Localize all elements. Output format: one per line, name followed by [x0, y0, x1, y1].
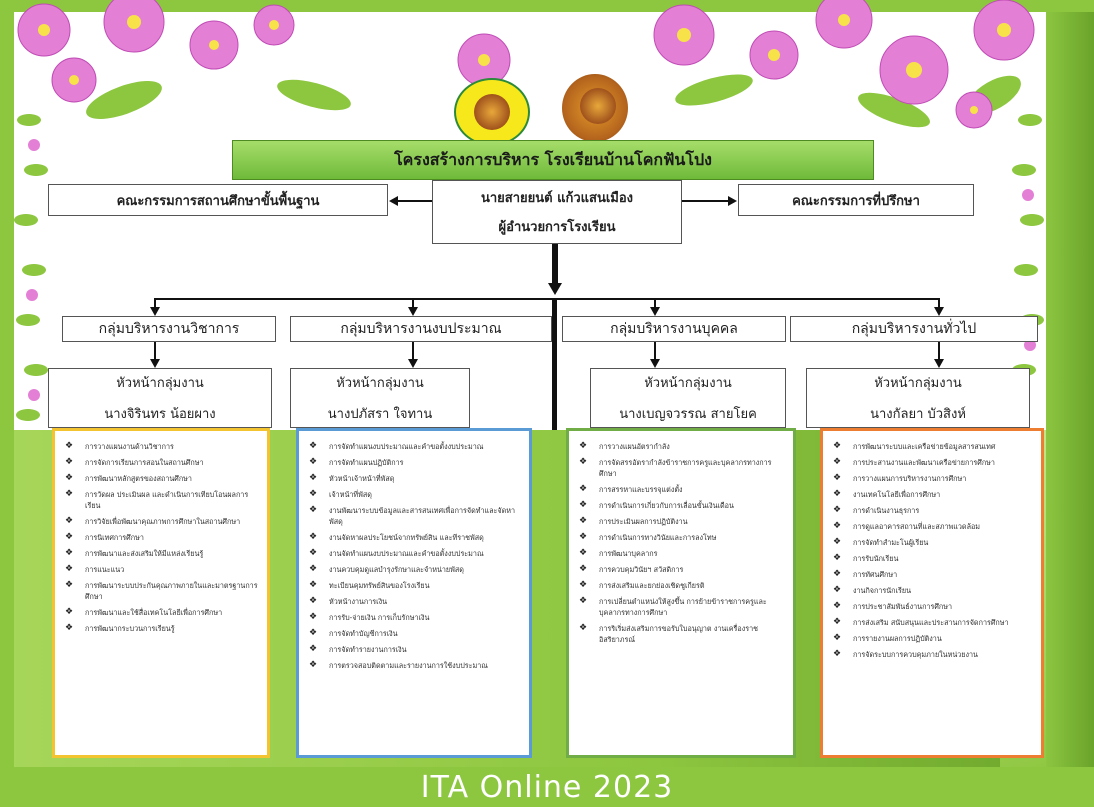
- branch-drop-3: [654, 298, 656, 308]
- task-item: การจัดทำแผนปฏิบัติการ: [307, 457, 523, 468]
- task-item: การวางแผนงานด้านวิชาการ: [63, 441, 261, 452]
- head-connector-4: [938, 342, 940, 360]
- task-item: การจัดระบบการควบคุมภายในหน่วยงาน: [831, 649, 1035, 660]
- task-item: การประเมินผลการปฏิบัติงาน: [577, 516, 787, 527]
- task-item: งานจัดหาผลประโยชน์จากทรัพย์สิน และทีราชพ…: [307, 532, 523, 543]
- head-connector-1: [154, 342, 156, 360]
- branch-arrow-1: [150, 307, 160, 316]
- branch-arrow-3: [650, 307, 660, 316]
- task-item: การพัฒนาและส่งเสริมให้มีแหล่งเรียนรู้: [63, 548, 261, 559]
- obec-emblem: [562, 74, 628, 142]
- connector-right: [682, 200, 728, 202]
- task-item: งานจัดทำแผนงบประมาณและคำขอตั้งงบประมาณ: [307, 548, 523, 559]
- task-item: การริเริ่มส่งเสริมการขอรับใบอนุญาต งานเค…: [577, 623, 787, 645]
- arrow-left: [389, 196, 398, 206]
- task-item: การวิจัยเพื่อพัฒนาคุณภาพการศึกษาในสถานศึ…: [63, 516, 261, 527]
- group-box-academic: กลุ่มบริหารงานวิชาการ: [62, 316, 276, 342]
- head-arrow-3: [650, 359, 660, 368]
- head-box-general: หัวหน้ากลุ่มงานนางกัลยา บัวสิงห์: [806, 368, 1030, 428]
- main-trunk-arrow: [548, 283, 562, 295]
- task-item: การพัฒนาระบบและเครือข่ายข้อมูลสารสนเทศ: [831, 441, 1035, 452]
- chart-title: โครงสร้างการบริหาร โรงเรียนบ้านโคกฟันโปง: [232, 140, 874, 180]
- arrow-right: [728, 196, 737, 206]
- task-item: การดำเนินการเกี่ยวกับการเลื่อนขั้นเงินเด…: [577, 500, 787, 511]
- task-item: การพัฒนาระบบประกันคุณภาพภายในและมาตรฐานก…: [63, 580, 261, 602]
- task-item: การจัดทำแผนงบประมาณและคำขอตั้งงบประมาณ: [307, 441, 523, 452]
- frame-left: [0, 0, 14, 807]
- task-item: การรับ-จ่ายเงิน การเก็บรักษาเงิน: [307, 612, 523, 623]
- task-item: การดำเนินการทางวินัยและการลงโทษ: [577, 532, 787, 543]
- task-item: การพัฒนาและใช้สื่อเทคโนโลยีเพื่อการศึกษา: [63, 607, 261, 618]
- task-item: การวางแผนอัตรากำลัง: [577, 441, 787, 452]
- task-item: การประสานงานและพัฒนาเครือข่ายการศึกษา: [831, 457, 1035, 468]
- footer-text: ITA Online 2023: [420, 769, 674, 805]
- task-item: การพัฒนาหลักสูตรของสถานศึกษา: [63, 473, 261, 484]
- branch-drop-2: [412, 298, 414, 308]
- head-connector-3: [654, 342, 656, 360]
- flower-garland: [17, 0, 1035, 129]
- task-item: การพัฒนากระบวนการเรียนรู้: [63, 623, 261, 634]
- footer-band: ITA Online 2023: [0, 767, 1094, 807]
- task-item: การเปลี่ยนตำแหน่งให้สูงขึ้น การย้ายข้ารา…: [577, 596, 787, 618]
- task-item: การจัดการเรียนการสอนในสถานศึกษา: [63, 457, 261, 468]
- task-item: การจัดทำสำมะโนผู้เรียน: [831, 537, 1035, 548]
- panel-budget-tasks: การจัดทำแผนงบประมาณและคำขอตั้งงบประมาณกา…: [296, 428, 532, 758]
- head-arrow-2: [408, 359, 418, 368]
- leaf-border-left: [14, 114, 48, 421]
- task-item: การจัดสรรอัตรากำลังข้าราชการครูและบุคลาก…: [577, 457, 787, 479]
- task-item: การตรวจสอบติดตามและรายงานการใช้งบประมาณ: [307, 660, 523, 671]
- task-item: งานเทคโนโลยีเพื่อการศึกษา: [831, 489, 1035, 500]
- task-item: การแนะแนว: [63, 564, 261, 575]
- task-item: การพัฒนาบุคลากร: [577, 548, 787, 559]
- group-box-general: กลุ่มบริหารงานทั่วไป: [790, 316, 1038, 342]
- task-item: การวางแผนการบริหารงานการศึกษา: [831, 473, 1035, 484]
- task-item: การจัดทำบัญชีการเงิน: [307, 628, 523, 639]
- task-item: การทัศนศึกษา: [831, 569, 1035, 580]
- director-box: นายสายยนต์ แก้วแสนเมือง ผู้อำนวยการโรงเร…: [432, 180, 682, 244]
- task-item: การจัดทำรายงานการเงิน: [307, 644, 523, 655]
- task-item: หัวหน้างานการเงิน: [307, 596, 523, 607]
- task-item: การสรรหาและบรรจุแต่งตั้ง: [577, 484, 787, 495]
- task-item: หัวหน้าเจ้าหน้าที่พัสดุ: [307, 473, 523, 484]
- branch-drop-1: [154, 298, 156, 308]
- branch-drop-4: [938, 298, 940, 308]
- task-item: การดูแลอาคารสถานที่และสภาพแวดล้อม: [831, 521, 1035, 532]
- main-trunk-lower: [552, 300, 557, 430]
- advisory-committee-box: คณะกรรมการที่ปรึกษา: [738, 184, 974, 216]
- task-item: งานควบคุมดูแลบำรุงรักษาและจำหน่ายพัสดุ: [307, 564, 523, 575]
- head-box-academic: หัวหน้ากลุ่มงานนางจิรินทร น้อยผาง: [48, 368, 272, 428]
- task-item: การวัดผล ประเมินผล และดำเนินการเทียบโอนผ…: [63, 489, 261, 511]
- head-box-budget: หัวหน้ากลุ่มงานนางปภัสรา ใจทาน: [290, 368, 470, 428]
- task-item: การส่งเสริมและยกย่องเชิดชูเกียรติ: [577, 580, 787, 591]
- head-arrow-4: [934, 359, 944, 368]
- head-arrow-1: [150, 359, 160, 368]
- task-item: การส่งเสริม สนับสนุนและประสานการจัดการศึ…: [831, 617, 1035, 628]
- task-item: เจ้าหน้าที่พัสดุ: [307, 489, 523, 500]
- school-logo: [454, 78, 530, 146]
- panel-academic-tasks: การวางแผนงานด้านวิชาการการจัดการเรียนการ…: [52, 428, 270, 758]
- head-box-personnel: หัวหน้ากลุ่มงานนางเบญจวรรณ สายโยค: [590, 368, 786, 428]
- task-item: งานพัฒนาระบบข้อมูลและสารสนเทศเพื่อการจัด…: [307, 505, 523, 527]
- task-item: การดำเนินงานธุรการ: [831, 505, 1035, 516]
- task-item: ทะเบียนคุมทรัพย์สินของโรงเรียน: [307, 580, 523, 591]
- task-item: การควบคุมวินัยฯ สวัสดิการ: [577, 564, 787, 575]
- branch-line: [154, 298, 940, 300]
- group-box-budget: กลุ่มบริหารงานงบประมาณ: [290, 316, 552, 342]
- head-connector-2: [412, 342, 414, 360]
- branch-arrow-4: [934, 307, 944, 316]
- task-item: การรับนักเรียน: [831, 553, 1035, 564]
- group-box-personnel: กลุ่มบริหารงานบุคคล: [562, 316, 786, 342]
- branch-arrow-2: [408, 307, 418, 316]
- task-item: งานกิจการนักเรียน: [831, 585, 1035, 596]
- panel-general-tasks: การพัฒนาระบบและเครือข่ายข้อมูลสารสนเทศกา…: [820, 428, 1044, 758]
- main-trunk: [552, 244, 558, 284]
- task-item: การประชาสัมพันธ์งานการศึกษา: [831, 601, 1035, 612]
- basic-education-committee-box: คณะกรรมการสถานศึกษาขั้นพื้นฐาน: [48, 184, 388, 216]
- task-item: การรายงานผลการปฏิบัติงาน: [831, 633, 1035, 644]
- panel-personnel-tasks: การวางแผนอัตรากำลังการจัดสรรอัตรากำลังข้…: [566, 428, 796, 758]
- frame-right: [1046, 0, 1094, 807]
- connector-left: [398, 200, 432, 202]
- task-item: การนิเทศการศึกษา: [63, 532, 261, 543]
